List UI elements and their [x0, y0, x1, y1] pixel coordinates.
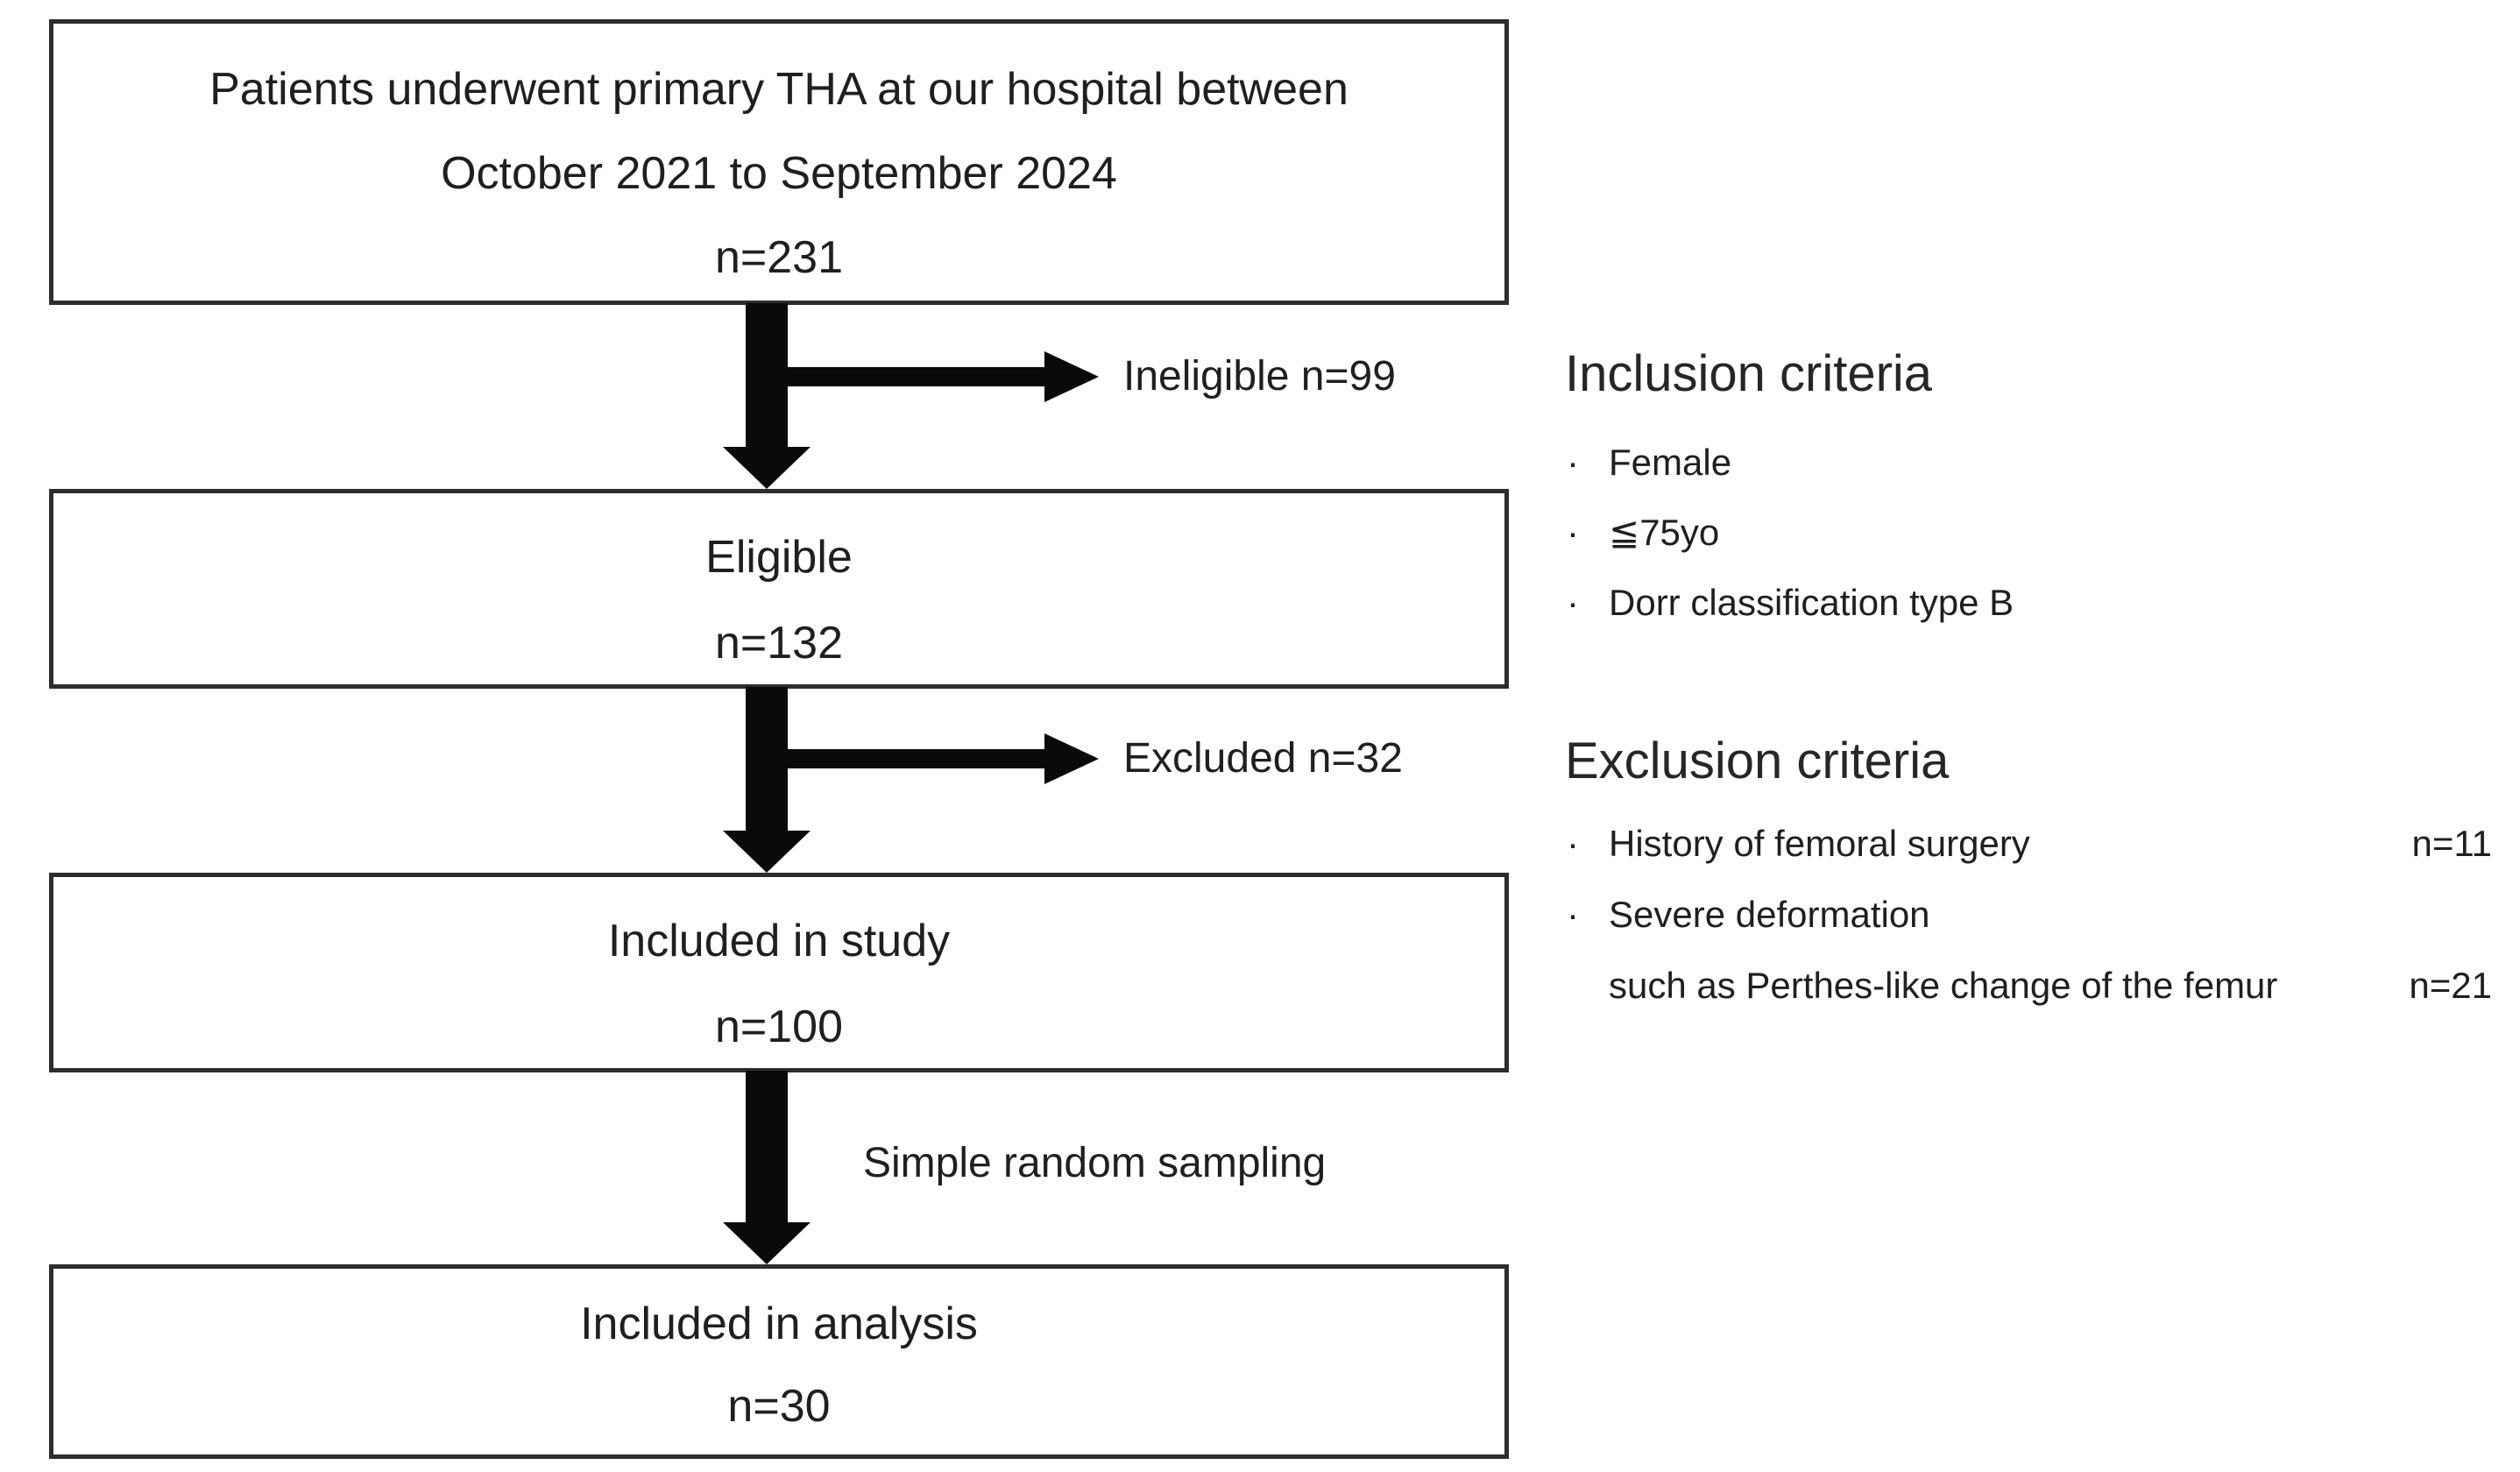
- exclusion-item-count: n=11: [2411, 823, 2493, 864]
- down-arrow-1-head-icon: [723, 447, 811, 489]
- branch-label-ineligible: Ineligible n=99: [1123, 353, 1396, 400]
- exclusion-item: · Severe deformation: [1567, 895, 2492, 934]
- inclusion-criteria-heading: Inclusion criteria: [1565, 345, 1933, 402]
- box-line: Included in analysis: [580, 1299, 978, 1349]
- box-line: Patients underwent primary THA at our ho…: [209, 64, 1348, 115]
- branch-arrow-2-head-icon: [1044, 733, 1099, 784]
- flow-box-eligible: Eligible n=132: [49, 489, 1509, 689]
- exclusion-item-text: such as Perthes-like change of the femur: [1609, 965, 2278, 1006]
- box-line: October 2021 to September 2024: [441, 148, 1117, 199]
- bullet-icon: ·: [1567, 442, 1579, 483]
- exclusion-criteria-list: · History of femoral surgery n=11 · Seve…: [1567, 824, 2492, 1005]
- branch-arrow-2-shaft: [788, 749, 1046, 768]
- bullet-icon: ·: [1567, 582, 1579, 623]
- inclusion-item: · ≦75yo: [1567, 513, 2014, 552]
- flow-box-included-in-study: Included in study n=100: [49, 873, 1509, 1072]
- box-line: Eligible: [705, 532, 853, 583]
- down-arrow-1-shaft: [746, 303, 788, 449]
- exclusion-item-text: Severe deformation: [1609, 894, 1930, 935]
- inclusion-item: · Female: [1567, 443, 2014, 482]
- inclusion-item-text: Female: [1609, 442, 1732, 483]
- exclusion-criteria-heading: Exclusion criteria: [1565, 732, 1950, 789]
- box-count: n=132: [714, 618, 844, 669]
- branch-label-excluded: Excluded n=32: [1123, 735, 1403, 782]
- inclusion-criteria-list: · Female · ≦75yo · Dorr classification t…: [1567, 443, 2014, 622]
- branch-arrow-1-head-icon: [1044, 351, 1099, 402]
- exclusion-item: · History of femoral surgery n=11: [1567, 824, 2492, 863]
- down-arrow-3-head-icon: [723, 1222, 811, 1264]
- down-arrow-2-head-icon: [723, 831, 811, 873]
- inclusion-item: · Dorr classification type B: [1567, 584, 2014, 622]
- box-count: n=100: [714, 1001, 844, 1052]
- branch-arrow-1-shaft: [788, 367, 1046, 386]
- exclusion-item-text: History of femoral surgery: [1609, 823, 2030, 864]
- box-count: n=30: [727, 1381, 831, 1432]
- bullet-icon: ·: [1567, 894, 1579, 935]
- down-arrow-3-shaft: [746, 1071, 788, 1224]
- sampling-method-label: Simple random sampling: [863, 1140, 1327, 1186]
- bullet-icon: ·: [1567, 823, 1579, 864]
- inclusion-item-text: Dorr classification type B: [1609, 582, 2014, 623]
- exclusion-item-count: n=21: [2409, 965, 2492, 1006]
- flow-box-included-in-analysis: Included in analysis n=30: [49, 1264, 1509, 1459]
- box-count: n=231: [714, 232, 844, 283]
- exclusion-item-continuation: · such as Perthes-like change of the fem…: [1567, 966, 2492, 1005]
- inclusion-item-text: ≦75yo: [1609, 512, 1720, 553]
- flow-box-initial-cohort: Patients underwent primary THA at our ho…: [49, 19, 1509, 305]
- bullet-icon: ·: [1567, 512, 1579, 553]
- down-arrow-2-shaft: [746, 687, 788, 832]
- box-line: Included in study: [607, 916, 951, 966]
